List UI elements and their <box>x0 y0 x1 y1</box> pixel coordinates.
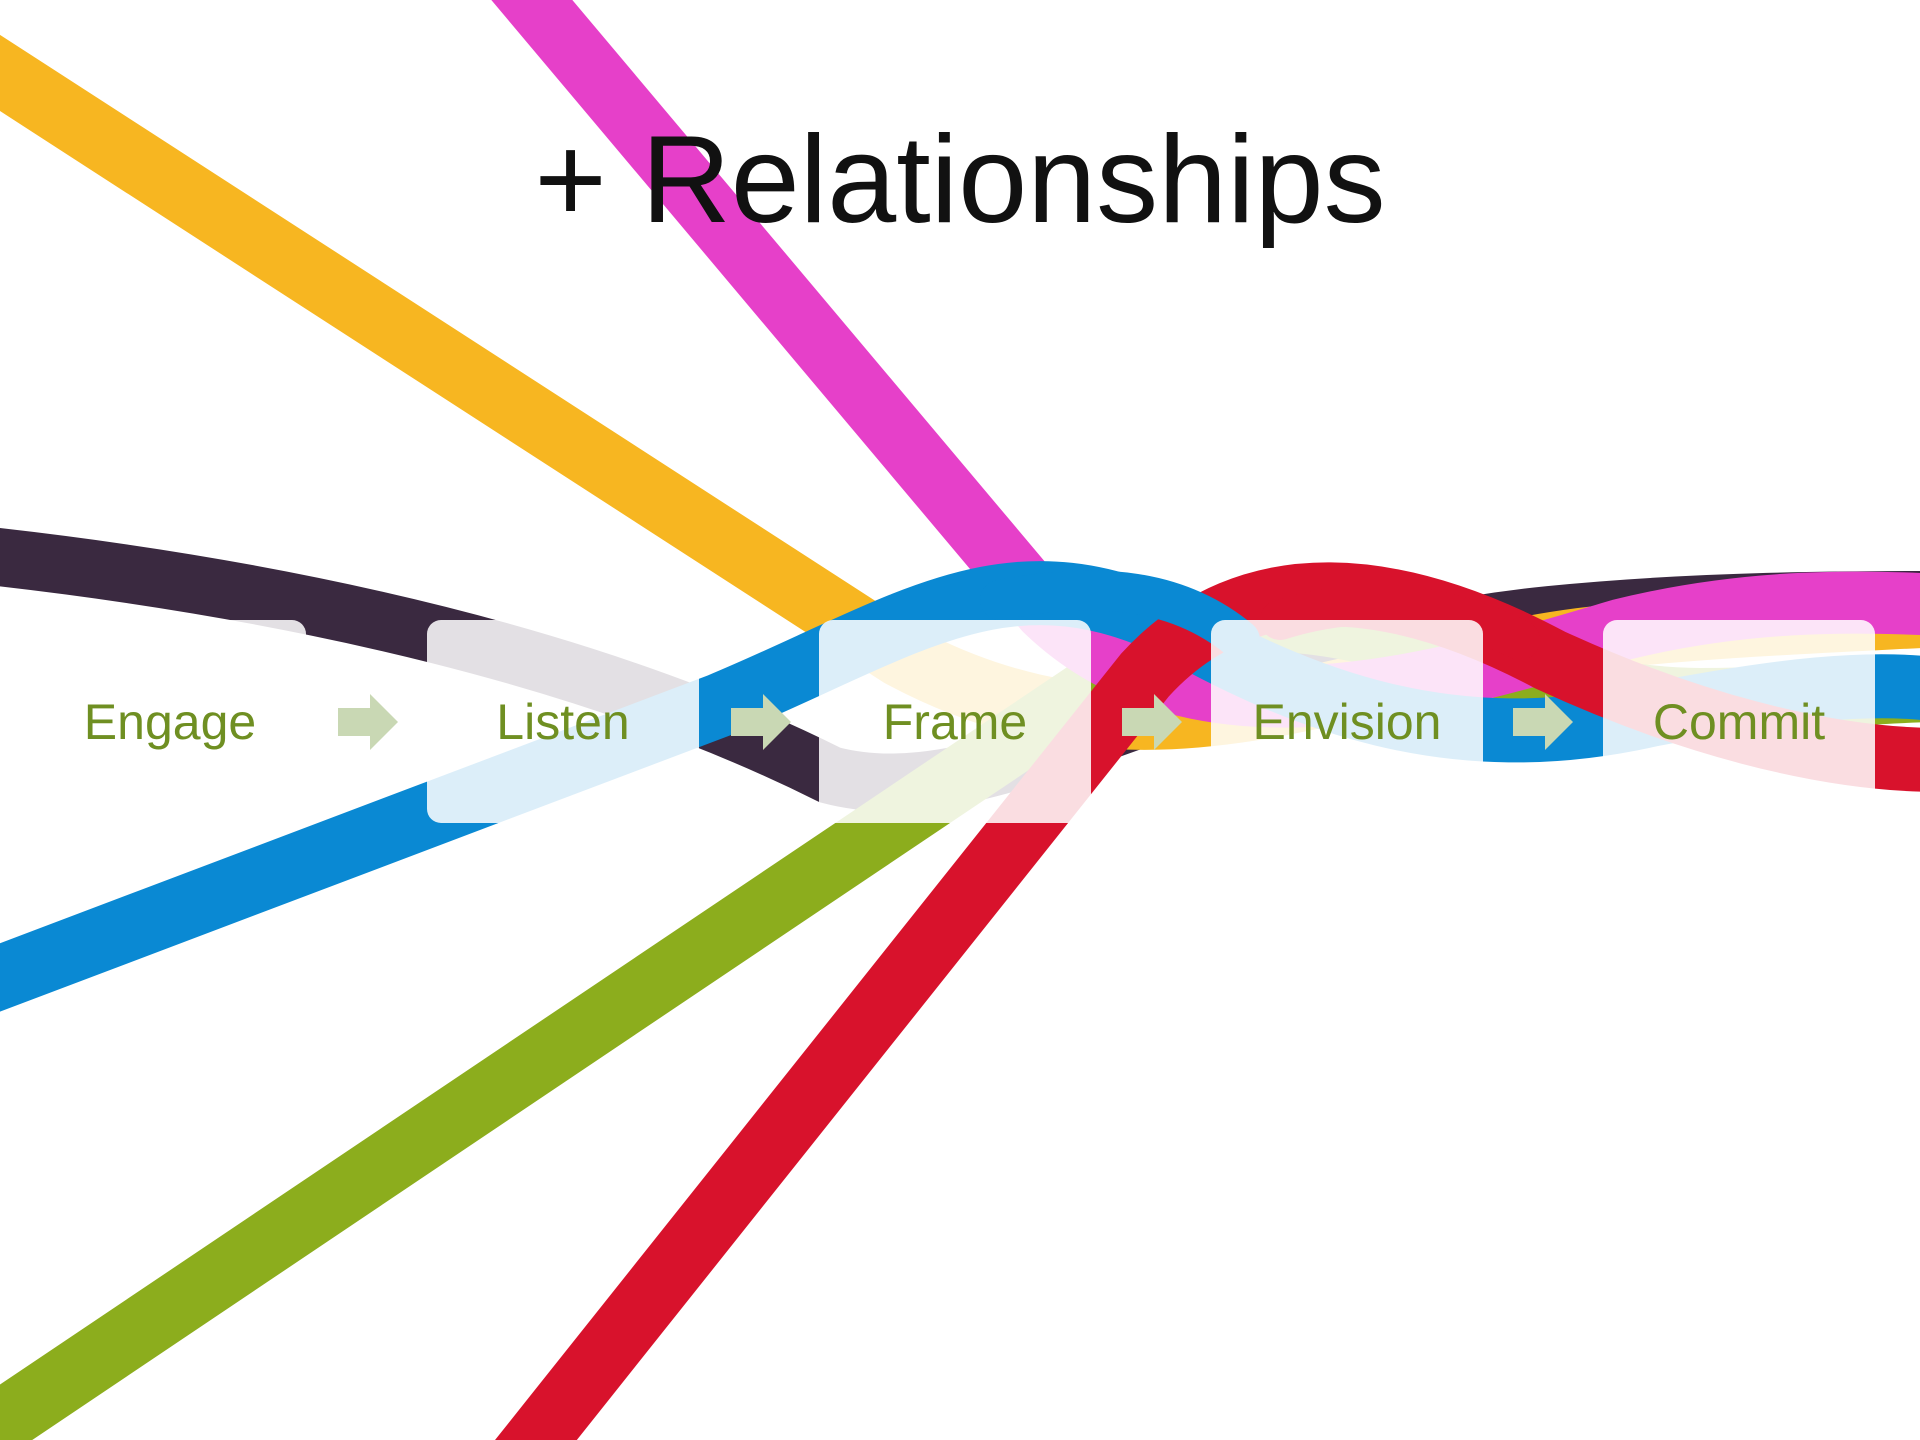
step-label: Commit <box>1652 693 1826 750</box>
arrow-right-icon <box>338 694 398 750</box>
step-envision: Envision <box>1211 620 1483 823</box>
red-braid-strand <box>1260 584 1540 660</box>
slide-title: + Relationships <box>534 111 1386 249</box>
arrow-right-icon <box>1122 694 1182 750</box>
step-label: Envision <box>1252 693 1442 750</box>
step-frame: Frame <box>819 620 1091 823</box>
step-engage: Engage <box>34 620 306 823</box>
arrow-right-icon <box>731 694 791 750</box>
step-label: Engage <box>83 693 257 750</box>
arrow-right-icon <box>1513 694 1573 750</box>
step-commit: Commit <box>1603 620 1875 823</box>
step-listen: Listen <box>427 620 699 823</box>
step-label: Listen <box>496 693 630 750</box>
step-label: Frame <box>882 693 1028 750</box>
